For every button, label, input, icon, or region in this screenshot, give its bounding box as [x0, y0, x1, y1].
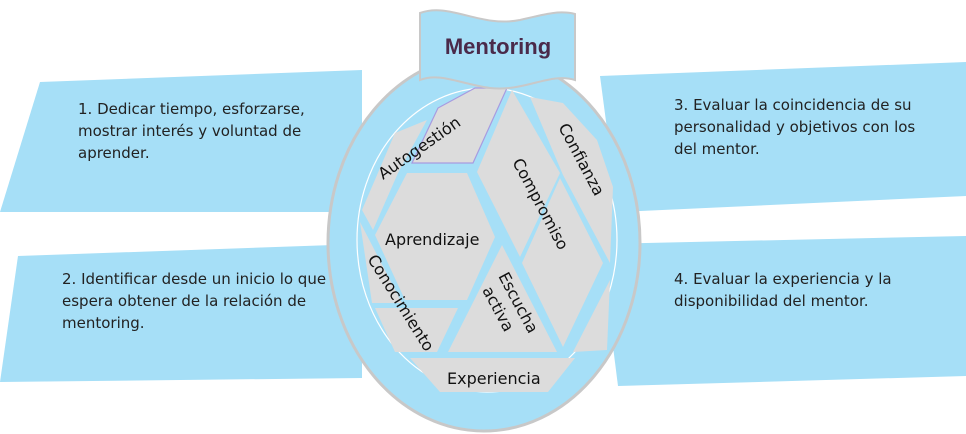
label-experiencia: Experiencia [447, 369, 541, 388]
segment-aprendizaje [375, 173, 495, 300]
label-aprendizaje: Aprendizaje [385, 230, 479, 249]
segment-experiencia [410, 358, 575, 392]
segment-conocimiento-upper [360, 222, 402, 303]
title-text: Mentoring [445, 34, 551, 59]
segment-confianza [530, 97, 613, 263]
segment-escucha [448, 245, 557, 352]
band-bottom-right [600, 236, 966, 386]
segment-autogestion-outer [362, 120, 427, 230]
band-top-left [0, 70, 362, 212]
segment-compromiso-upper [477, 90, 560, 257]
segment-right-small [573, 280, 610, 352]
note-4: 4. Evaluar la experiencia y la disponibi… [674, 270, 892, 310]
band-bottom-left [0, 244, 362, 382]
note-2: 2. Identificar desde un inicio lo que es… [62, 270, 327, 332]
segment-conocimiento-lower [375, 308, 458, 352]
note-1: 1. Dedicar tiempo, esforzarse, mostrar i… [78, 100, 305, 162]
segments [360, 87, 613, 392]
band-top-right [600, 62, 966, 212]
segment-compromiso-lower [522, 178, 603, 347]
title-banner [419, 9, 576, 90]
note-3: 3. Evaluar la coincidencia de su persona… [674, 96, 916, 158]
